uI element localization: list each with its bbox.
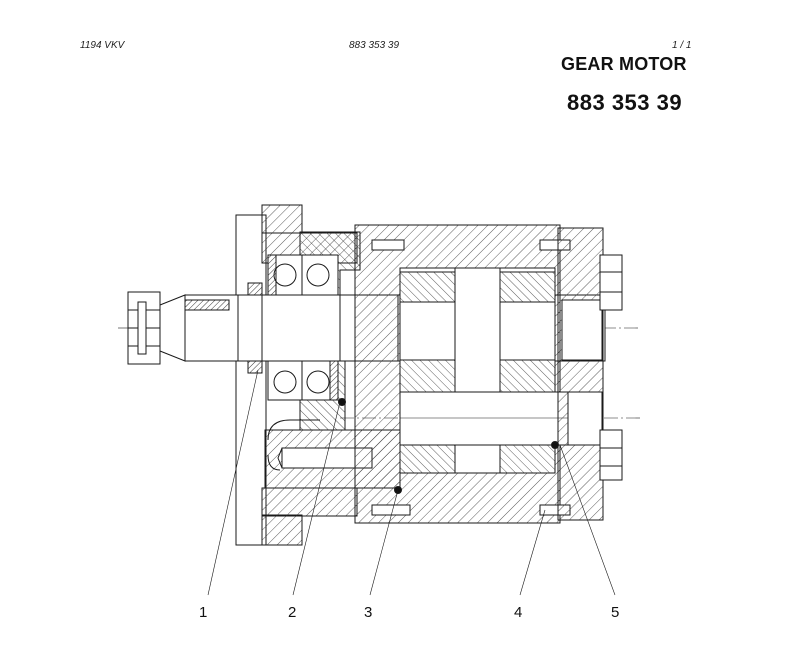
- doc-code: 1194 VKV: [80, 40, 125, 51]
- callout-5: 5: [611, 604, 619, 621]
- callout-3: 3: [364, 604, 372, 621]
- page-indicator: 1 / 1: [672, 40, 692, 51]
- callout-2: 2: [288, 604, 296, 621]
- document-title: GEAR MOTOR: [561, 54, 687, 74]
- part-number: 883 353 39: [567, 90, 683, 115]
- callout-4: 4: [514, 604, 522, 621]
- reference-number: 883 353 39: [349, 40, 400, 51]
- callout-1: 1: [199, 604, 207, 621]
